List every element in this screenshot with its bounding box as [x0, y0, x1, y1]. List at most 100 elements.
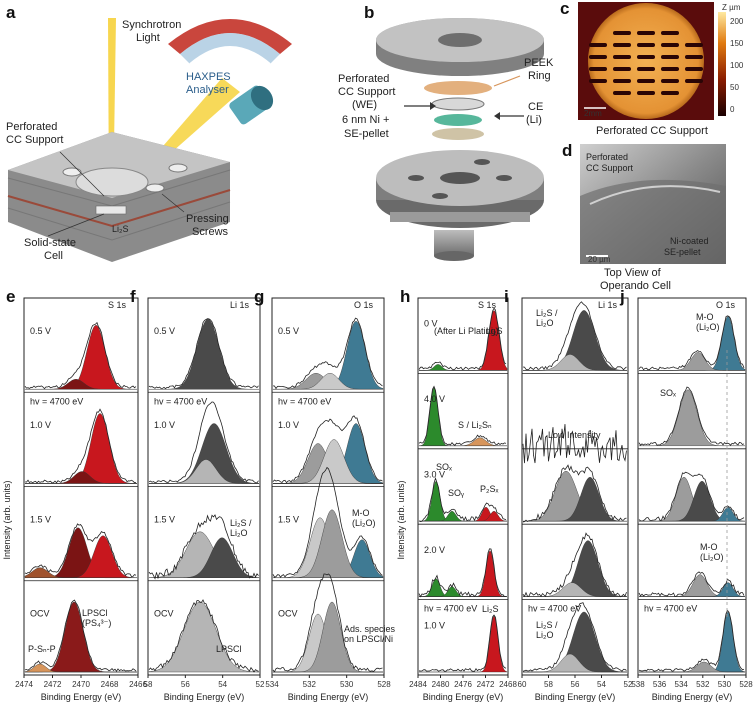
colorbar-tick: 50 — [730, 83, 739, 92]
c-scalebar: 2mm — [584, 109, 602, 118]
panel-e-label: e — [6, 287, 15, 306]
peak-annotation: LPSCl(PS₄³⁻) — [82, 608, 111, 628]
peak-annotation: Low Intensity — [548, 430, 601, 440]
x-tick-label: 534 — [265, 680, 279, 689]
row-voltage-label: 2.0 V — [424, 545, 445, 555]
spectrum-trace — [522, 424, 627, 464]
spectrum-peak — [24, 567, 138, 578]
peak-annotation: (After Li Plating) — [434, 326, 499, 336]
perforation-slot — [637, 55, 655, 59]
peak-annotation: S / Li₂Sₙ — [458, 420, 492, 430]
panel-g-label: g — [254, 287, 264, 306]
spectrum-trace — [148, 514, 259, 580]
perforation-slot — [661, 43, 679, 47]
row-voltage-label: 0.5 V — [154, 326, 175, 336]
perforation-slot — [661, 55, 679, 59]
spectrum-trace — [418, 307, 507, 371]
photon-energy-label: hv = 4700 eV — [424, 604, 477, 614]
spectrum-peak — [639, 582, 746, 597]
spectrum-peak — [523, 476, 627, 522]
peak-annotation: M-O(Li₂O) — [700, 542, 724, 562]
row-voltage-label: 4.0 V — [424, 394, 445, 404]
row-voltage-label: 1.5 V — [278, 514, 299, 524]
spectrum-trace — [638, 386, 745, 446]
photon-energy-label: hv = 4700 eV — [278, 396, 331, 406]
perforation-slot — [613, 79, 631, 83]
photon-energy-label: hv = 4700 eV — [644, 604, 697, 614]
d-scalebar: 20 µm — [588, 255, 611, 264]
spectrum-peak — [273, 601, 383, 673]
panel-j-label: j — [619, 287, 625, 306]
photon-energy-label: hv = 4700 eV — [528, 604, 581, 614]
x-tick-label: 54 — [218, 680, 227, 689]
peak-annotation: Li₂S /Li₂O — [536, 620, 558, 640]
li-ce-disk — [432, 128, 484, 140]
spectrum-trace — [418, 614, 507, 672]
pressing-screw-icon — [145, 183, 165, 193]
pressing-screw-icon — [62, 167, 82, 177]
panel-h-core-level: S 1s — [478, 300, 497, 310]
se-pellet-label: SE-pellet — [344, 128, 389, 140]
peak-annotation: Li₂S — [486, 326, 503, 336]
spectrum-trace — [522, 464, 627, 523]
perforation-slot — [613, 67, 631, 71]
spectrum-peak — [639, 506, 746, 522]
haxpes-analyser-inner — [180, 33, 280, 64]
x-tick-label: 60 — [518, 680, 527, 689]
spectrum-trace — [638, 571, 745, 597]
perforation-slot — [637, 31, 655, 35]
spectrum-trace — [638, 471, 745, 522]
spectrum-trace — [272, 573, 383, 673]
x-tick-label: 532 — [696, 680, 710, 689]
spectrum-trace — [272, 466, 383, 578]
spectrum-peak — [639, 352, 745, 371]
panel-f-core-level: Li 1s — [230, 300, 250, 310]
x-axis-label: Binding Energy (eV) — [652, 692, 733, 702]
haxpes-analyser-arc — [168, 19, 292, 54]
ce-li-label: CE(Li) — [526, 101, 543, 126]
perforation-slot — [661, 79, 679, 83]
perforated-wafer — [588, 3, 704, 119]
colorbar — [718, 12, 726, 116]
row-voltage-label: 1.0 V — [154, 420, 175, 430]
perforation-slot — [637, 79, 655, 83]
perforation-slot — [589, 67, 607, 71]
panel-h-label: h — [400, 287, 410, 306]
perforation-slot — [661, 31, 679, 35]
spectrum-peak — [25, 471, 137, 484]
perforation-slot — [613, 91, 631, 95]
spectrum-peak — [419, 615, 508, 673]
colorbar-tick: 200 — [730, 17, 744, 26]
spectrum-peak — [273, 439, 383, 484]
y-axis-label-left: Intensity (arb. units) — [2, 480, 12, 559]
row-voltage-label: 1.5 V — [154, 514, 175, 524]
row-voltage-label: 1.0 V — [424, 620, 445, 630]
spectrum-peak — [419, 586, 507, 597]
x-tick-label: 536 — [653, 680, 667, 689]
x-tick-label: 2474 — [15, 680, 33, 689]
peek-ring — [424, 81, 492, 95]
spectrum-trace — [272, 415, 383, 484]
spectrum-trace — [638, 315, 745, 371]
peak-annotation: LPSCl — [216, 644, 242, 654]
spectrum-peak — [523, 653, 627, 673]
row-voltage-label: OCV — [278, 609, 298, 619]
perforation-slot — [589, 43, 607, 47]
perforation-slot — [661, 67, 679, 71]
panel-j-core-level: O 1s — [716, 300, 736, 310]
spectrum-trace — [418, 385, 507, 446]
photon-energy-label: hv = 4700 eV — [154, 396, 207, 406]
x-tick-label: 530 — [340, 680, 354, 689]
